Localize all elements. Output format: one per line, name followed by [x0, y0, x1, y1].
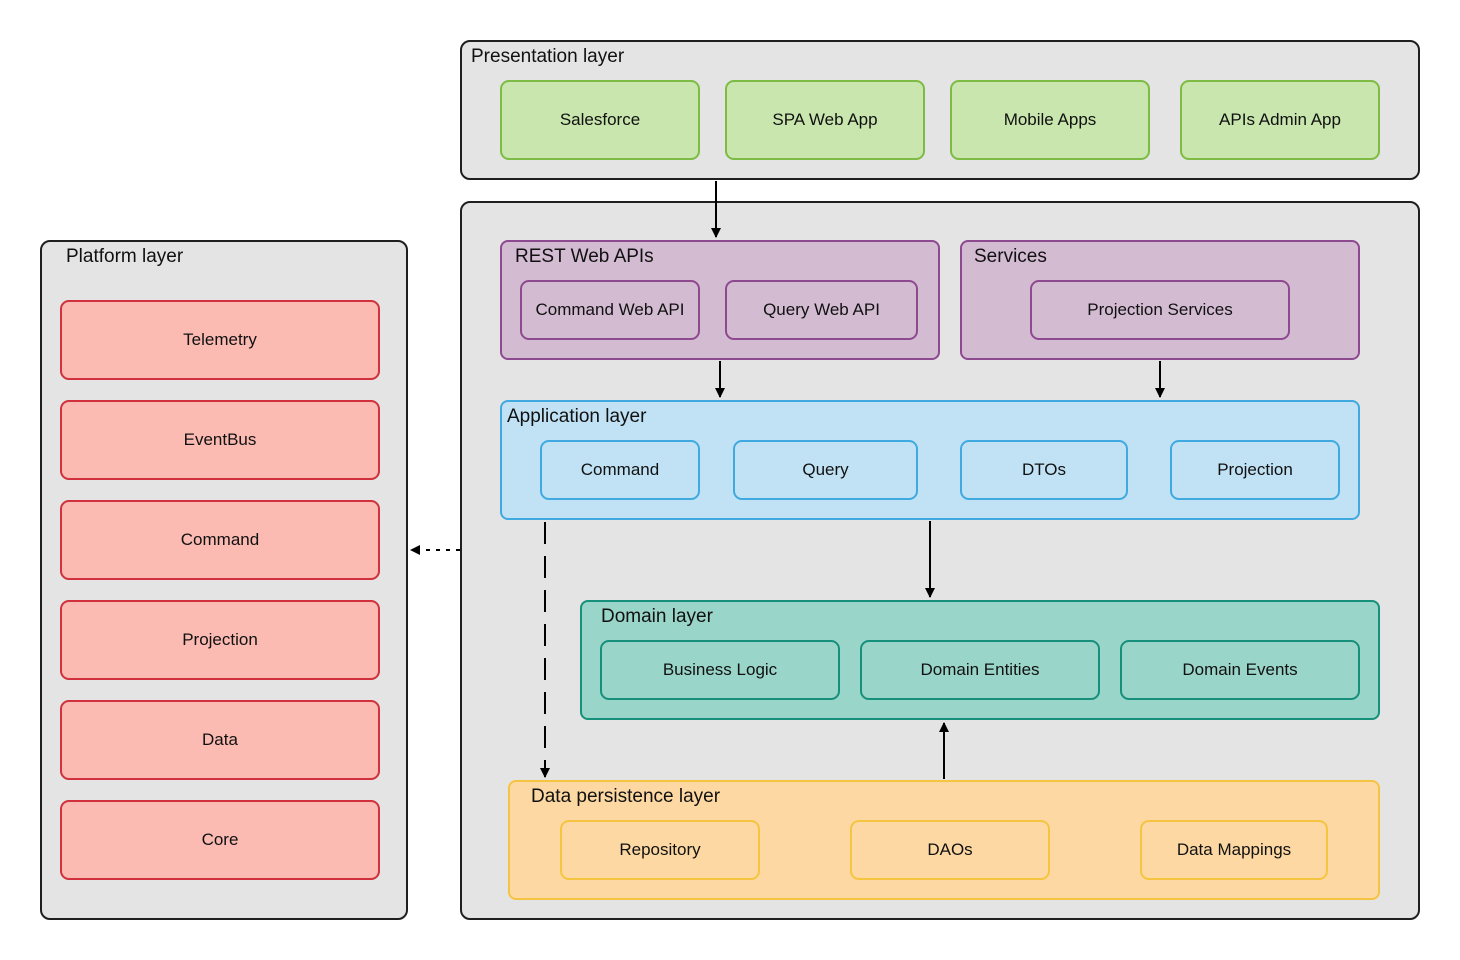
- platform-projection-box[interactable]: Projection: [60, 600, 380, 680]
- mobile-apps-box[interactable]: Mobile Apps: [950, 80, 1150, 160]
- data-persistence-layer-title: Data persistence layer: [531, 786, 721, 807]
- salesforce-box[interactable]: Salesforce: [500, 80, 700, 160]
- apis-admin-app-box[interactable]: APIs Admin App: [1180, 80, 1380, 160]
- platform-layer-title: Platform layer: [66, 246, 184, 267]
- business-logic-box[interactable]: Business Logic: [600, 640, 840, 700]
- data-box[interactable]: Data: [60, 700, 380, 780]
- spa-web-app-box[interactable]: SPA Web App: [725, 80, 925, 160]
- repository-box[interactable]: Repository: [560, 820, 760, 880]
- eventbus-box[interactable]: EventBus: [60, 400, 380, 480]
- app-query-box[interactable]: Query: [733, 440, 918, 500]
- domain-events-box[interactable]: Domain Events: [1120, 640, 1360, 700]
- rest-web-apis-title: REST Web APIs: [515, 246, 654, 267]
- telemetry-box[interactable]: Telemetry: [60, 300, 380, 380]
- presentation-layer-title: Presentation layer: [471, 46, 625, 67]
- command-web-api-box[interactable]: Command Web API: [520, 280, 700, 340]
- query-web-api-box[interactable]: Query Web API: [725, 280, 918, 340]
- data-mappings-box[interactable]: Data Mappings: [1140, 820, 1328, 880]
- app-projection-box[interactable]: Projection: [1170, 440, 1340, 500]
- application-layer-title: Application layer: [507, 406, 647, 427]
- core-box[interactable]: Core: [60, 800, 380, 880]
- dtos-box[interactable]: DTOs: [960, 440, 1128, 500]
- platform-command-box[interactable]: Command: [60, 500, 380, 580]
- services-title: Services: [974, 246, 1047, 267]
- domain-layer-title: Domain layer: [601, 606, 713, 627]
- app-command-box[interactable]: Command: [540, 440, 700, 500]
- projection-services-box[interactable]: Projection Services: [1030, 280, 1290, 340]
- domain-entities-box[interactable]: Domain Entities: [860, 640, 1100, 700]
- daos-box[interactable]: DAOs: [850, 820, 1050, 880]
